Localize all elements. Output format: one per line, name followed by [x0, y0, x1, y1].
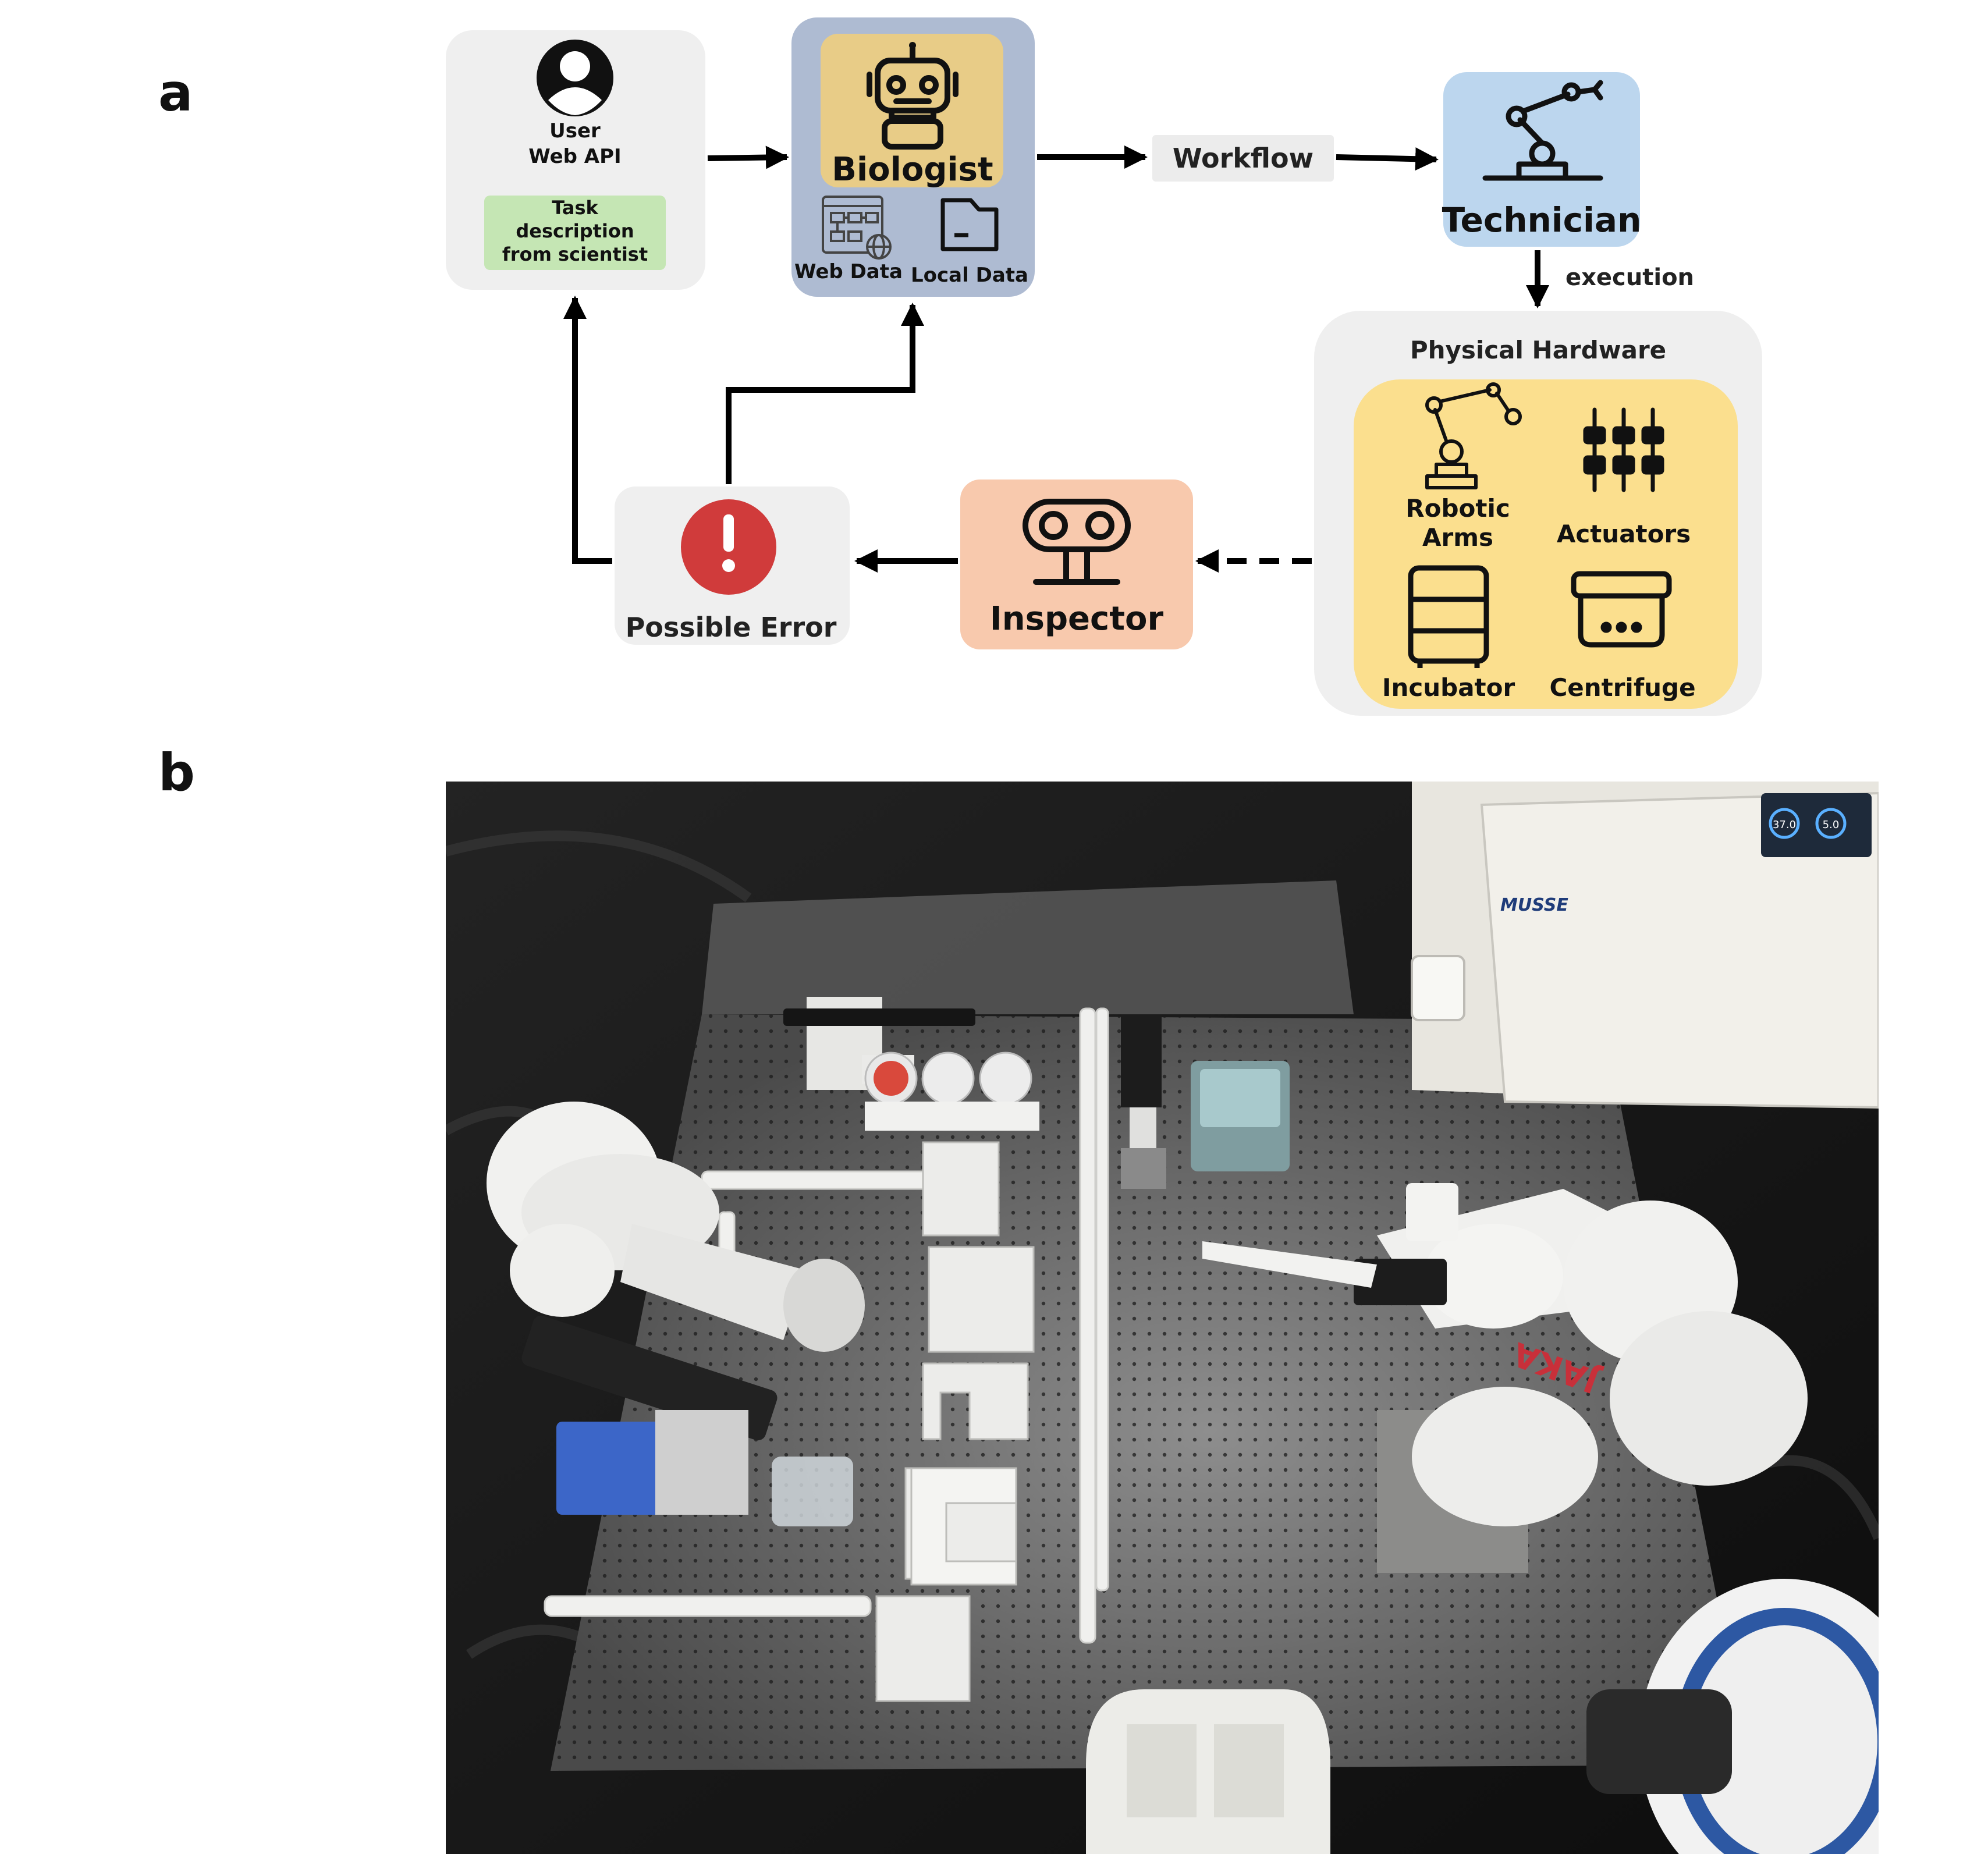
reagent-bottles: [783, 997, 1039, 1131]
technician-title: Technician: [1442, 200, 1642, 240]
arrow-user-to-biologist: [707, 145, 789, 169]
task-line-1: Task: [552, 197, 598, 219]
lab-setup-photo: 37.0 5.0 MUSSE: [446, 782, 1879, 1854]
user-node: User Web API Task description from scien…: [446, 30, 705, 290]
linear-modules: [875, 1141, 1035, 1702]
web-data-label: Web Data: [794, 260, 903, 283]
local-data-label: Local Data: [911, 264, 1028, 287]
robotic-arm-icon: [1482, 80, 1603, 181]
hardware-node: Physical Hardware Robotic Arms Actu: [1314, 311, 1762, 716]
right-robot-arm: JAKA: [1202, 1183, 1808, 1573]
incubator-brand: MUSSE: [1500, 895, 1568, 915]
task-line-2: description: [516, 220, 634, 242]
user-subtitle: Web API: [528, 145, 621, 168]
incubator-display-value-2: 5.0: [1823, 819, 1840, 831]
inspector-robot-icon: [1023, 499, 1131, 585]
error-exclamation-icon: [681, 499, 776, 595]
workflow-diagram: User Web API Task description from scien…: [446, 17, 1762, 716]
lab-setup-illustration: 37.0 5.0 MUSSE: [446, 782, 1879, 1854]
panel-label-a: a: [158, 63, 193, 123]
incubator-icon: [1408, 565, 1489, 668]
hw-robotic-arm-icon: [1425, 382, 1522, 489]
waste-bin: [1191, 1061, 1290, 1171]
robot-icon: [867, 42, 958, 150]
local-data-folder-icon: [940, 198, 999, 251]
actuators-icon: [1583, 407, 1664, 492]
centrifuge-icon: [1571, 571, 1672, 648]
left-robot-arm: [487, 1102, 865, 1526]
workflow-node: Workflow: [1152, 135, 1334, 182]
web-data-icon: [822, 196, 892, 260]
arrow-error-to-biologist: [726, 303, 924, 484]
inspector-node: Inspector: [960, 480, 1193, 649]
robotic-arms-label-2: Arms: [1422, 523, 1493, 552]
workflow-box: [1152, 135, 1334, 182]
inspector-box: [960, 480, 1193, 649]
incubator-label: Incubator: [1382, 673, 1515, 702]
arrow-workflow-to-technician: [1336, 147, 1439, 171]
technician-box: [1443, 72, 1640, 247]
hardware-title: Physical Hardware: [1410, 336, 1666, 364]
workflow-label: Workflow: [1173, 143, 1314, 174]
biologist-title: Biologist: [832, 151, 993, 189]
biologist-node: Biologist Web Data Local Data: [791, 17, 1035, 297]
centrifuge-label: Centrifuge: [1549, 673, 1695, 702]
center-gripper: [1121, 1014, 1166, 1189]
task-box: [484, 196, 666, 270]
arrow-error-to-user: [563, 296, 612, 564]
rails: [544, 1007, 1109, 1644]
incubator-display-value-1: 37.0: [1773, 819, 1796, 831]
task-line-3: from scientist: [502, 243, 648, 265]
user-title: User: [549, 119, 601, 143]
foreground-objects: [1086, 1579, 1879, 1854]
panel-label-b: b: [158, 743, 195, 802]
user-avatar-icon: [537, 40, 613, 116]
robotic-arms-label-1: Robotic: [1405, 494, 1510, 523]
arrows: [563, 145, 1549, 573]
incubator-unit: 37.0 5.0 MUSSE: [1411, 782, 1879, 1109]
actuators-label: Actuators: [1557, 520, 1691, 548]
inspector-title: Inspector: [990, 600, 1164, 638]
error-node: Possible Error: [615, 486, 850, 645]
execution-label: execution: [1565, 264, 1694, 291]
error-title: Possible Error: [626, 612, 837, 643]
technician-node: Technician: [1442, 72, 1642, 247]
